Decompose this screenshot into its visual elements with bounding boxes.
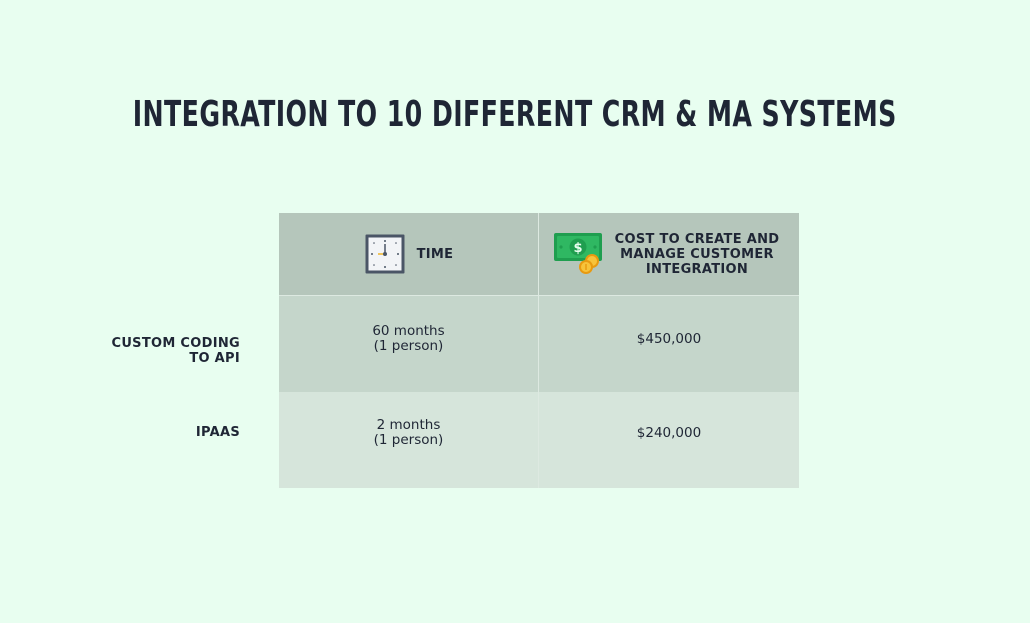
cell-ipaas-cost: $240,000 [539,392,799,488]
row-label-ipaas: IPAAS [40,425,240,440]
money-icon: $ [553,231,605,277]
cell-line: 60 months [372,323,445,339]
row-label-line: CUSTOM CODING [111,336,240,351]
cell-line: 2 months [376,417,441,433]
header-divider [279,295,799,296]
cell-custom-coding-time: 60 months (1 person) [279,296,538,392]
row-label-line: IPAAS [195,425,240,440]
cell-line: (1 person) [373,338,444,354]
header-cell-time: TIME [279,213,538,295]
cell-ipaas-time: 2 months (1 person) [279,392,538,488]
cell-custom-coding-cost: $450,000 [539,296,799,392]
svg-text:$: $ [573,241,582,256]
page-title: INTEGRATION TO 10 DIFFERENT CRM & MA SYS… [0,92,1030,138]
title-text: INTEGRATION TO 10 DIFFERENT CRM & MA SYS… [132,94,898,135]
header-label-cost: COST TO CREATE AND MANAGE CUSTOMER INTEG… [615,232,780,277]
header-label-time: TIME [416,246,454,262]
header-label-line: COST TO CREATE AND [614,231,780,247]
comparison-table: TIME $ COST TO CREATE AND MANAGE CUSTOME… [279,213,799,488]
header-label-line: INTEGRATION [645,261,749,277]
row-label-line: TO API [189,351,240,366]
row-label-custom-coding: CUSTOM CODING TO API [40,336,240,366]
column-divider [538,213,539,488]
cell-line: (1 person) [373,432,444,448]
header-label-line: MANAGE CUSTOMER [620,246,774,262]
header-cell-cost: $ COST TO CREATE AND MANAGE CUSTOMER INT… [539,213,799,295]
clock-icon [364,233,406,275]
